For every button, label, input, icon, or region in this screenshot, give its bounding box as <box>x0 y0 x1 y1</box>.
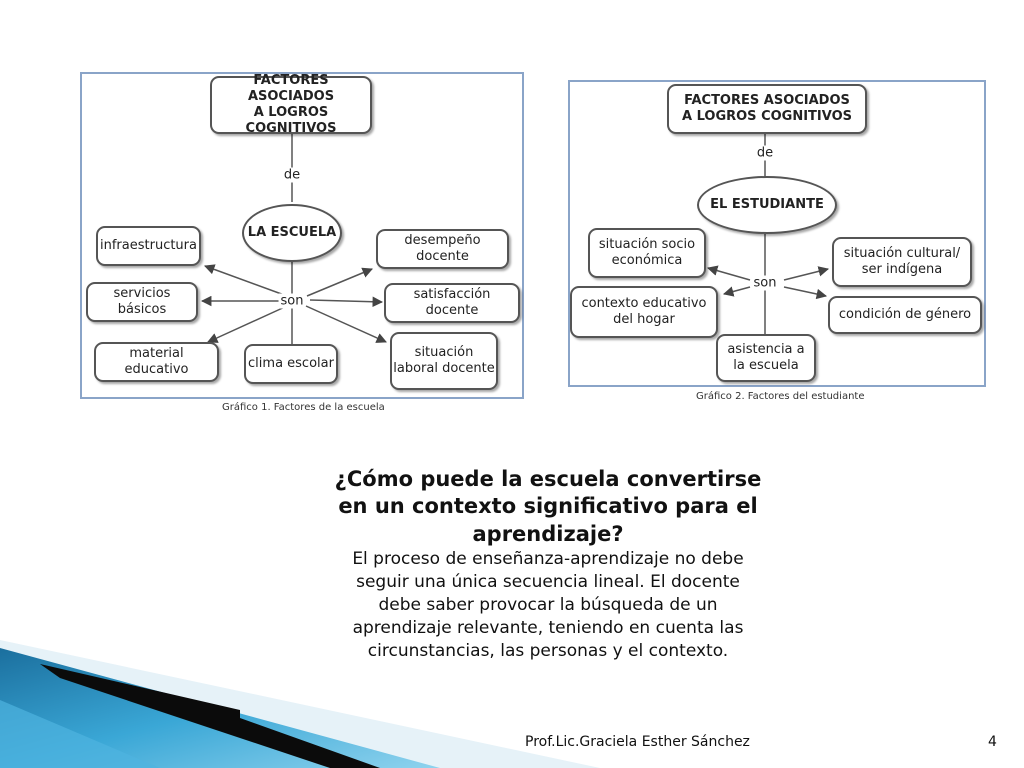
leaf-material-educativo: material educativo <box>94 342 219 382</box>
diagram-escuela: FACTORES ASOCIADOS A LOGROS COGNITIVOS d… <box>80 72 524 399</box>
footer-author: Prof.Lic.Graciela Esther Sánchez <box>525 734 750 750</box>
content-text-block: ¿Cómo puede la escuela convertirse en un… <box>240 466 856 716</box>
question-line-2: en un contexto significativo para el <box>240 493 856 520</box>
connector-son: son <box>279 294 306 309</box>
leaf-servicios-basicos: servicios básicos <box>86 282 198 322</box>
root-node: FACTORES ASOCIADOS A LOGROS COGNITIVOS <box>667 84 867 134</box>
body-line-4: aprendizaje relevante, teniendo en cuent… <box>240 617 856 640</box>
leaf-clima-escolar: clima escolar <box>244 344 338 384</box>
question-line-3: aprendizaje? <box>240 521 856 548</box>
diagram-estudiante: FACTORES ASOCIADOS A LOGROS COGNITIVOS d… <box>568 80 986 387</box>
body-line-3: debe saber provocar la búsqueda de un <box>240 594 856 617</box>
connector-de: de <box>282 168 302 183</box>
leaf-situacion-socio: situación socio económica <box>588 228 706 278</box>
question-line-1: ¿Cómo puede la escuela convertirse <box>240 466 856 493</box>
leaf-condicion-genero: condición de género <box>828 296 982 334</box>
leaf-satisfaccion-docente: satisfacción docente <box>384 283 520 323</box>
body-line-5: circunstancias, las personas y el contex… <box>240 640 856 663</box>
leaf-situacion-laboral: situación laboral docente <box>390 332 498 390</box>
body-line-1: El proceso de enseñanza-aprendizaje no d… <box>240 548 856 571</box>
slide-number: 4 <box>988 734 997 750</box>
caption-grafico-1: Gráfico 1. Factores de la escuela <box>222 402 385 413</box>
caption-grafico-2: Gráfico 2. Factores del estudiante <box>696 391 864 402</box>
body-line-2: seguir una única secuencia lineal. El do… <box>240 571 856 594</box>
root-node: FACTORES ASOCIADOS A LOGROS COGNITIVOS <box>210 76 372 134</box>
leaf-asistencia: asistencia a la escuela <box>716 334 816 382</box>
connector-de: de <box>755 146 775 161</box>
leaf-contexto-hogar: contexto educativo del hogar <box>570 286 718 338</box>
leaf-infraestructura: infraestructura <box>96 226 201 266</box>
leaf-situacion-cultural: situación cultural/ ser indígena <box>832 237 972 287</box>
center-node-escuela: LA ESCUELA <box>242 204 342 262</box>
center-node-estudiante: EL ESTUDIANTE <box>697 176 837 234</box>
leaf-desempeno-docente: desempeño docente <box>376 229 509 269</box>
connector-son: son <box>752 276 779 291</box>
